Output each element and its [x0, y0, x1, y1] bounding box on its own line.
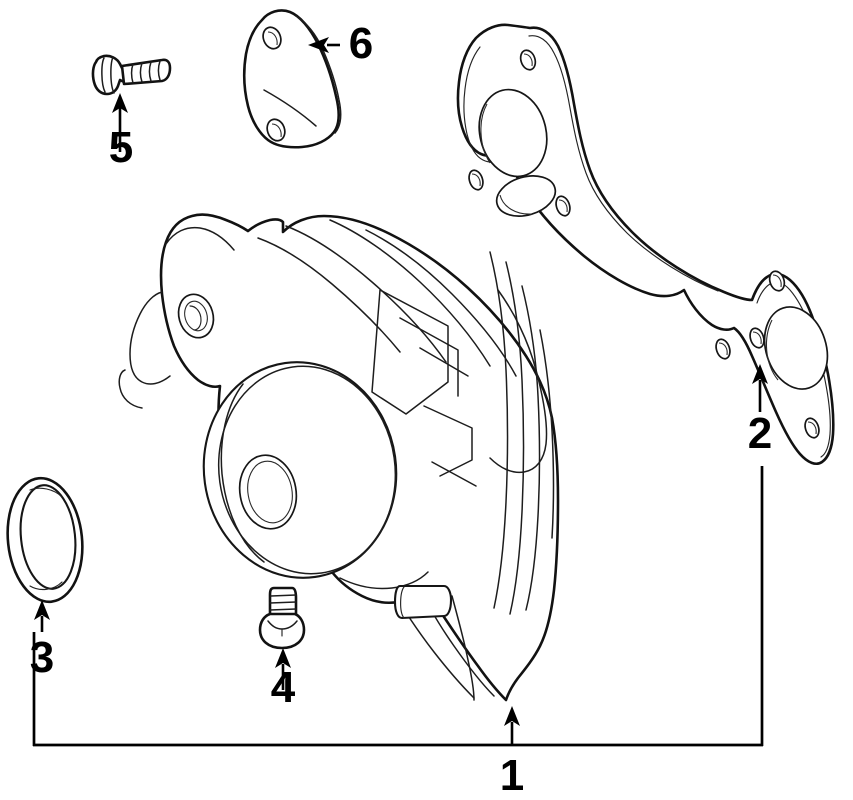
gasket-outline [456, 23, 835, 466]
gasket-bolt-hole-7-shade [807, 421, 817, 435]
cover-plate-rib [263, 89, 317, 127]
part-1-water-pump-body[interactable] [118, 213, 560, 702]
pump-lower-edge-3 [451, 595, 475, 701]
pump-hub-bore-inner [247, 460, 293, 524]
o-ring-inner [19, 484, 77, 590]
gasket-bolt-hole-7 [804, 417, 820, 439]
callout-label-2: 2 [748, 409, 772, 458]
callout-label-5: 5 [109, 123, 133, 172]
assembly-bracket [32, 466, 764, 747]
o-ring-highlight-bottom [29, 581, 63, 591]
cover-plate-bolt-hole-top-shade [267, 31, 278, 46]
bolt-shank [120, 58, 172, 86]
pump-right-rib-1 [489, 251, 509, 609]
bolt-thread-1 [130, 63, 134, 84]
leader-6 [308, 37, 340, 53]
cover-plate-bolt-hole-bottom [266, 118, 286, 142]
pump-fin-facet-1 [371, 289, 449, 415]
pump-rib-a4 [365, 229, 517, 377]
leader-2 [752, 364, 768, 412]
part-4-plug-fitting[interactable] [258, 586, 306, 650]
arrow-head-4 [275, 648, 291, 668]
pump-rib-a1 [257, 237, 401, 353]
pump-fin-facet-2 [399, 317, 459, 397]
pump-right-rib-3 [521, 285, 541, 611]
gasket-edge-inner-upper [528, 35, 719, 292]
callout-label-4: 4 [271, 663, 296, 712]
leader-3 [34, 600, 50, 632]
plug-thread-1 [270, 594, 297, 597]
pump-mount-ear-edge [165, 226, 235, 251]
pump-left-lobe [129, 291, 171, 385]
gasket-port-upper [478, 88, 548, 178]
pump-mount-hole-detail [189, 305, 202, 331]
pump-right-bulge [489, 289, 548, 474]
gasket-bolt-hole-2-shade [471, 173, 481, 187]
arrow-head-5 [112, 93, 128, 113]
arrow-head-2 [752, 364, 768, 384]
gasket-edge-inner-left [463, 46, 505, 163]
pump-right-rib-4 [539, 329, 555, 539]
cover-plate-bolt-hole-top [262, 26, 282, 50]
gasket-bolt-hole-4-shade [772, 274, 782, 288]
plug-thread-2 [269, 601, 297, 604]
arrow-head-6 [308, 37, 329, 53]
gasket-port-upper-shade [480, 103, 491, 164]
callout-label-6: 6 [349, 19, 373, 68]
leader-1 [504, 706, 520, 746]
pump-rib-a3 [329, 219, 491, 367]
gasket-bolt-hole-6-shade [752, 331, 762, 345]
pump-outlet-nozzle-edge [400, 586, 405, 619]
leader-4 [275, 648, 291, 690]
bolt-head-facet-2 [110, 56, 115, 94]
bolt-head-facet-1 [101, 57, 106, 93]
pump-rib-a2 [285, 225, 447, 363]
pump-pulley-disc [202, 361, 398, 579]
pump-fin-facet-4 [423, 405, 473, 477]
gasket-bolt-hole-1-shade [523, 53, 533, 67]
part-3-o-ring[interactable] [2, 474, 89, 605]
gasket-port-right-shade [765, 319, 779, 381]
bolt-head [91, 54, 128, 96]
gasket-bolt-hole-3 [555, 195, 571, 217]
part-5-bolt[interactable] [91, 54, 172, 96]
gasket-bolt-hole-5 [715, 338, 731, 360]
gasket-bolt-hole-6 [749, 327, 765, 349]
gasket-bolt-hole-2 [468, 169, 484, 191]
plug-thread-3 [269, 608, 297, 611]
pump-pulley-disc-inner [217, 365, 397, 575]
pump-fin-facet-3 [419, 347, 469, 377]
arrow-head-3 [34, 600, 50, 620]
pump-fin-facet-5 [431, 461, 477, 487]
pump-left-tab [118, 369, 143, 409]
part-2-gasket[interactable] [456, 23, 838, 466]
pump-lower-seam [339, 571, 429, 590]
bolt-thread-4 [157, 60, 161, 81]
cover-plate-edge-inner [295, 15, 342, 134]
pump-outlet-nozzle [393, 584, 453, 620]
bolt-thread-3 [148, 61, 152, 82]
bolt-thread-2 [139, 62, 143, 83]
callout-label-1: 1 [500, 751, 524, 800]
arrow-head-1 [504, 706, 520, 726]
cover-plate-bolt-hole-bottom-shade [271, 123, 282, 138]
gasket-bolt-hole-3-shade [558, 199, 568, 213]
pump-mount-hole-inner [184, 300, 208, 332]
gasket-bolt-hole-5-shade [718, 342, 728, 356]
leader-5 [112, 93, 128, 152]
pump-pulley-rim-shade [220, 383, 265, 563]
gasket-port-lower-shade [499, 194, 533, 215]
o-ring-highlight-top [29, 487, 63, 498]
